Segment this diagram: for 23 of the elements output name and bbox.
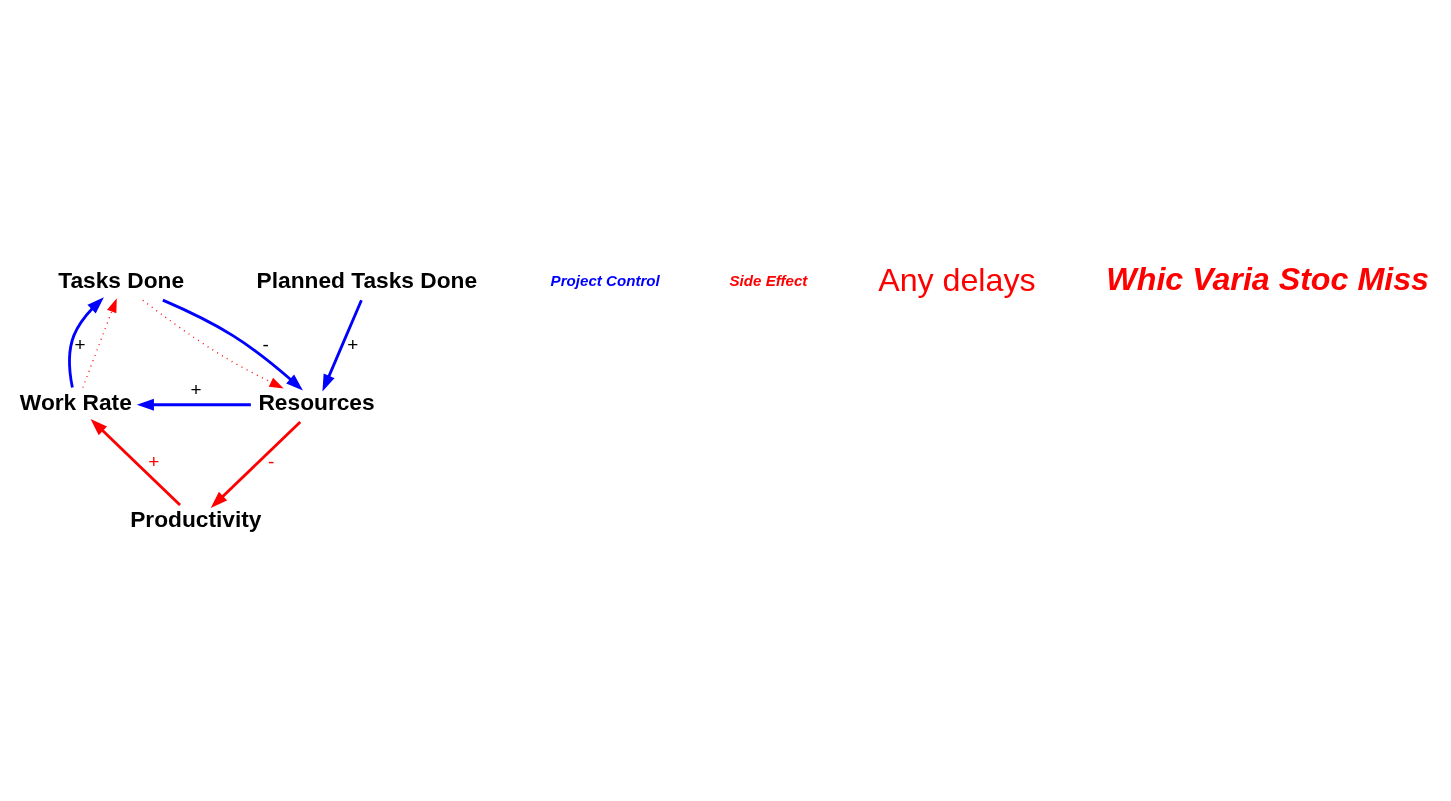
edge-label: -	[262, 333, 269, 355]
arrow	[162, 298, 303, 391]
edge-label: +	[148, 451, 160, 473]
arrow	[82, 298, 117, 389]
arrow	[322, 299, 363, 392]
arrow	[68, 297, 104, 388]
arrow	[90, 419, 181, 507]
node-text: Work Rate	[19, 388, 132, 415]
arrow	[142, 299, 284, 389]
arrow	[136, 398, 251, 411]
label: Project Control	[550, 271, 660, 289]
edge-label: -	[268, 451, 275, 473]
label: Side Effect	[729, 271, 808, 289]
node-text: Productivity	[130, 506, 262, 533]
edge-label: +	[347, 333, 359, 355]
label: Whic Varia Stoc Miss	[1106, 261, 1429, 298]
label: Any delays	[878, 262, 1036, 299]
node-text: Planned Tasks Done	[256, 267, 478, 294]
edge-label: +	[74, 333, 86, 355]
arrow	[210, 421, 302, 508]
edge-label: +	[190, 379, 202, 401]
node-text: Resources	[258, 388, 375, 415]
node-text: Tasks Done	[58, 267, 185, 294]
